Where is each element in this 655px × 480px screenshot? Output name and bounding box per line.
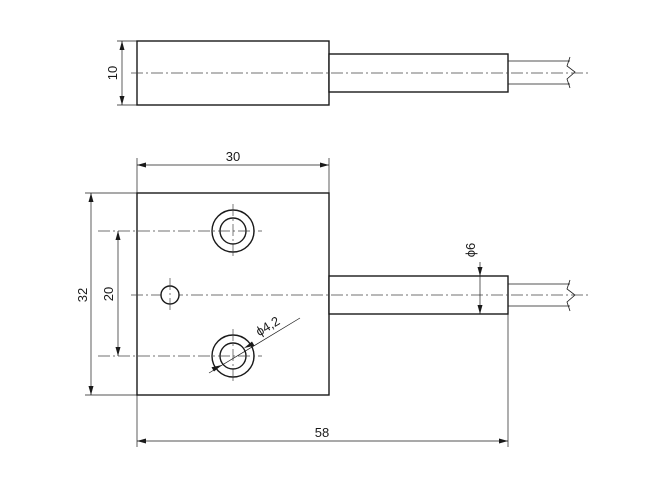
top-view-height-arrow-bottom [119, 96, 125, 105]
overall-arrow-left [137, 438, 146, 444]
width-arrow-left [137, 162, 146, 168]
height-arrow-top [88, 193, 94, 202]
spacing-label: 20 [101, 287, 116, 301]
spacing-arrow-bottom [115, 347, 121, 356]
width-arrow-right [320, 162, 329, 168]
overall-arrow-right [499, 438, 508, 444]
hole-diameter-arrow [211, 365, 222, 372]
overall-label: 58 [315, 425, 329, 440]
cable-diameter-arrow-top [477, 267, 483, 276]
top-view: 10 [105, 40, 590, 106]
hole-diameter-leader [208, 317, 301, 374]
front-view-cable-break [566, 279, 576, 312]
cable-diameter-label: ϕ6 [463, 243, 478, 258]
hole-diameter-arrow-2 [244, 341, 255, 348]
height-label: 32 [75, 288, 90, 302]
spacing-arrow-top [115, 231, 121, 240]
width-label: 30 [226, 149, 240, 164]
top-view-cable-break [566, 56, 576, 89]
front-view: 30 32 20 ϕ4,2 ϕ6 58 [75, 149, 590, 447]
top-view-height-label: 10 [105, 66, 120, 80]
top-view-height-arrow-top [119, 41, 125, 50]
height-arrow-bottom [88, 386, 94, 395]
cable-diameter-arrow-bottom [477, 305, 483, 314]
